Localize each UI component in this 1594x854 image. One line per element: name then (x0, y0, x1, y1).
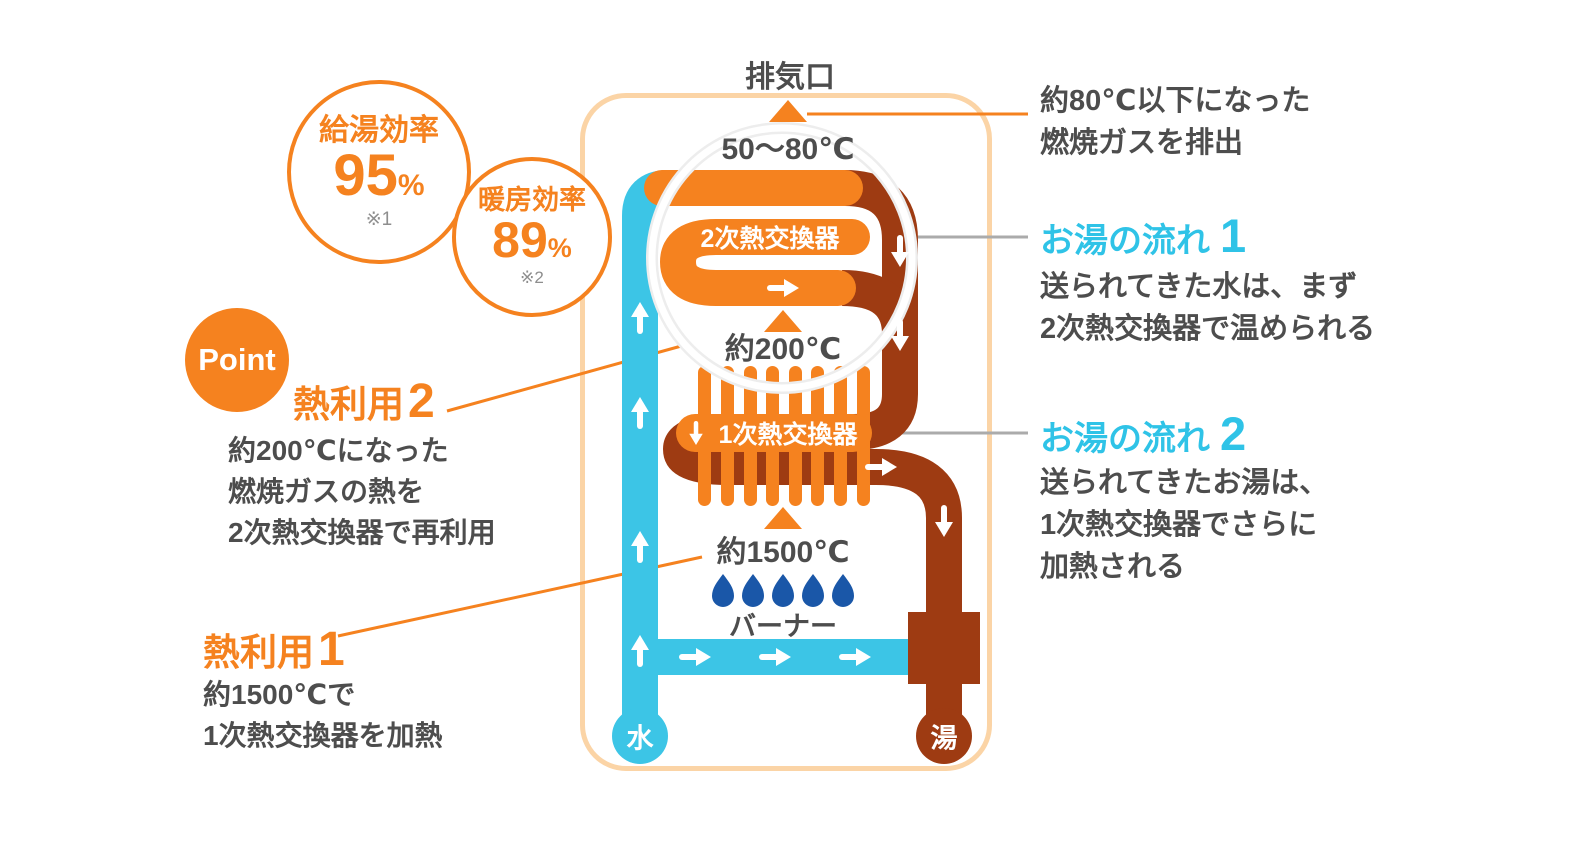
heat-use-2-title: 熱利用 (293, 384, 404, 425)
exhaust-note-line-1: 約80℃以下になった (1040, 85, 1311, 117)
heat-use-2-description: 約200℃になった 燃焼ガスの熱を 2次熱交換器で再利用 (228, 430, 496, 553)
heat-use-2-number: 2 (408, 375, 435, 428)
burner-flame-icons (712, 574, 854, 607)
flow-1-number: 1 (1220, 209, 1247, 262)
exhaust-triangle-icon (769, 100, 807, 122)
heating-efficiency-value: 89 (492, 212, 548, 269)
point-badge-label: Point (198, 342, 276, 377)
hot-water-efficiency-title: 給湯効率 (319, 113, 439, 147)
heating-efficiency-title: 暖房効率 (478, 184, 586, 215)
primary-hx-fins (698, 366, 870, 506)
secondary-hx-label: 2次熱交換器 (700, 225, 840, 253)
heat-use-2-heading: 熱利用 2 (293, 374, 435, 429)
flow-2-line-2: 1次熱交換器でさらに (1040, 509, 1318, 541)
hot-water-efficiency-badge: 給湯効率 95 % ※1 (287, 80, 471, 264)
hot-water-outlet-label: 湯 (930, 723, 958, 754)
exhaust-note: 約80℃以下になった 燃焼ガスを排出 (1040, 80, 1310, 164)
burner-temp-label: 約1500℃ (716, 536, 850, 569)
water-inlet-circle (612, 708, 668, 764)
mid-temp-label: 約200℃ (724, 333, 842, 366)
flow-2-number: 2 (1220, 407, 1247, 460)
heat-use-1-description: 約1500℃で 1次熱交換器を加熱 (203, 674, 443, 756)
heat-use-1-number: 1 (318, 623, 345, 676)
water-inlet-label: 水 (626, 723, 654, 754)
flow-1-heading: お湯の流れ 1 (1040, 208, 1246, 263)
heating-efficiency-value-row: 89 % (492, 215, 572, 265)
heat-use-1-title: 熱利用 (203, 632, 314, 673)
hot-water-efficiency-value-row: 95 % (333, 142, 425, 208)
exhaust-note-line-2: 燃焼ガスを排出 (1040, 127, 1244, 159)
heat-use-1-line-2: 1次熱交換器を加熱 (203, 720, 443, 751)
exhaust-port-label: 排気口 (745, 61, 835, 94)
heat-use-2-line-3: 2次熱交換器で再利用 (228, 517, 496, 548)
flow-2-line-1: 送られてきたお湯は、 (1040, 467, 1329, 499)
flow-2-line-3: 加熱される (1040, 551, 1186, 583)
heat-use-1-line-1: 約1500℃で (203, 679, 356, 710)
flow-2-title: お湯の流れ (1040, 420, 1210, 458)
hot-water-outlet-circle (916, 708, 972, 764)
heat-use-2-line-1: 約200℃になった (228, 435, 449, 466)
flow-1-line-1: 送られてきた水は、まず (1040, 271, 1358, 303)
flow-2-heading: お湯の流れ 2 (1040, 406, 1246, 461)
exhaust-temp-label: 50〜80℃ (721, 133, 855, 166)
flow-1-line-2: 2次熱交換器で温められる (1040, 313, 1376, 345)
magnifier-ring (648, 124, 916, 392)
hot-water-efficiency-value: 95 (333, 142, 398, 208)
heating-efficiency-note: ※2 (520, 268, 544, 288)
hot-water-efficiency-note: ※1 (365, 208, 393, 230)
flow-2-description: 送られてきたお湯は、 1次熱交換器でさらに 加熱される (1040, 462, 1328, 588)
flow-1-title: お湯の流れ (1040, 222, 1210, 260)
burner-heat-triangle-icon (764, 507, 802, 529)
hot-water-efficiency-unit: % (397, 168, 425, 202)
heat-use-1-heading: 熱利用 1 (203, 622, 345, 677)
flow-1-description: 送られてきた水は、まず 2次熱交換器で温められる (1040, 266, 1375, 350)
point-badge: Point (185, 308, 289, 412)
mixing-block (908, 612, 980, 684)
primary-hx-band (676, 414, 872, 452)
secondary-hx-coil-lower (659, 219, 870, 306)
heating-efficiency-badge: 暖房効率 89 % ※2 (452, 157, 612, 317)
heat-use-2-line-2: 燃焼ガスの熱を (228, 476, 425, 507)
heating-efficiency-unit: % (547, 233, 572, 264)
primary-hx-label: 1次熱交換器 (718, 421, 858, 449)
burner-label: バーナー (729, 611, 837, 642)
